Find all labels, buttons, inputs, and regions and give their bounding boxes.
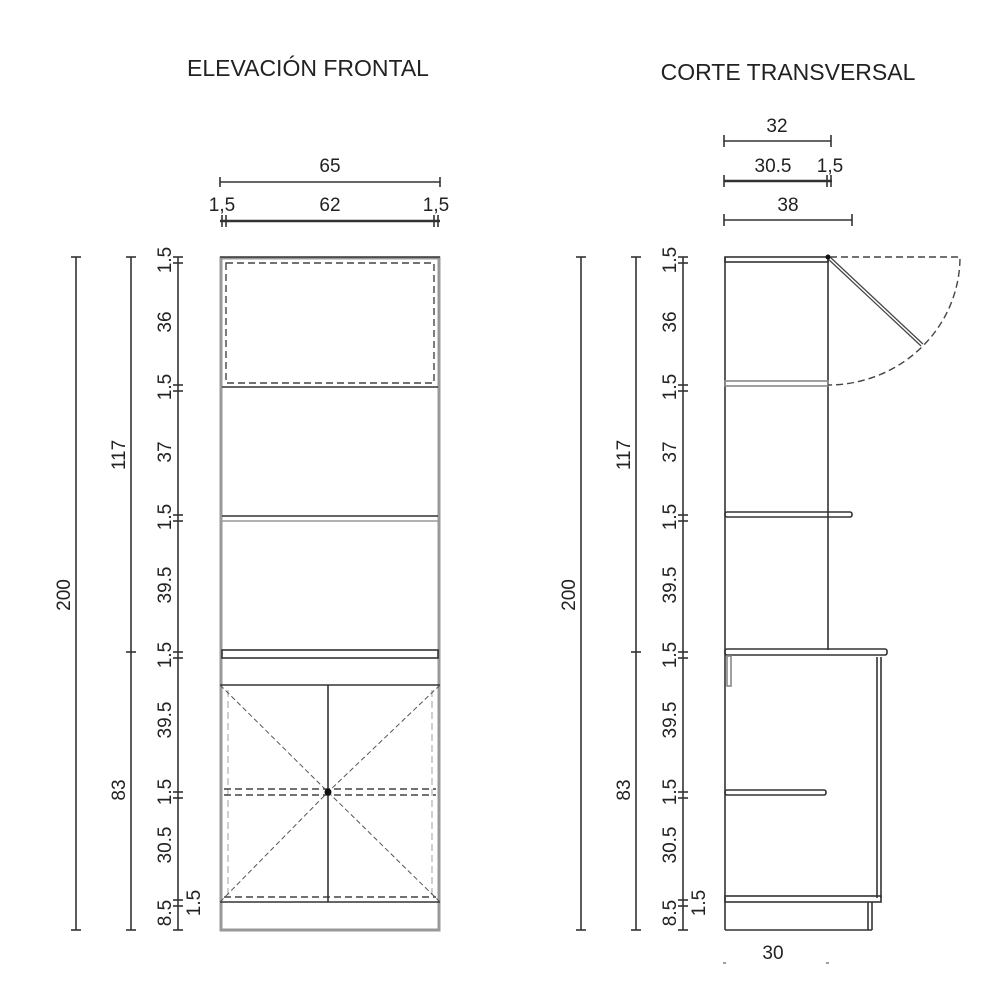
front-segment-height: 39.5 (155, 702, 176, 739)
section-depth-inner: 30.5 (755, 156, 792, 177)
section-height-dimensions: 200 117 83 1.5 36 1.5 37 1.5 39.5 1.5 39.5 1.5 30.5 1… (559, 247, 710, 931)
front-height-total: 200 (54, 579, 75, 611)
section-segment-height: 1.5 (660, 374, 681, 400)
section-segment-height: 8.5 (660, 900, 681, 926)
front-elevation-title: ELEVACIÓN FRONTAL (187, 55, 429, 81)
section-depth-upper: 32 (766, 116, 787, 137)
section-height-lower: 83 (614, 779, 635, 800)
section-depth-dimensions: 32 30.5 1,5 38 30 (723, 116, 853, 964)
front-width-left-side: 1,5 (209, 195, 235, 216)
section-segment-height: 39.5 (660, 702, 681, 739)
section-segment-height: 1.5 (660, 247, 681, 273)
front-height-upper: 117 (109, 440, 130, 470)
front-cabinet (219, 256, 441, 932)
section-depth-base: 30 (762, 943, 783, 964)
cross-section-title: CORTE TRANSVERSAL (661, 59, 916, 85)
section-segment-height: 1.5 (660, 504, 681, 530)
front-segment-height: 1.5 (184, 890, 205, 916)
front-segment-height: 1.5 (155, 504, 176, 530)
front-segment-height: 8.5 (155, 900, 176, 926)
front-height-dimensions: 200 117 83 1.5 36 1.5 37 1.5 39.5 1.5 39.5 1.5 30.5 1… (54, 247, 205, 931)
front-width-inner: 62 (319, 195, 340, 216)
front-width-dimensions: 65 1,5 62 1,5 (209, 156, 449, 227)
front-segment-height: 36 (155, 311, 176, 332)
front-segment-height: 1.5 (155, 642, 176, 668)
section-segment-height: 37 (660, 441, 681, 462)
front-segment-height: 37 (155, 441, 176, 462)
front-segment-height: 1.5 (155, 374, 176, 400)
door-handle-icon (324, 788, 332, 796)
section-segment-height: 30.5 (660, 827, 681, 864)
section-segment-height: 39.5 (660, 567, 681, 604)
front-width-total: 65 (319, 156, 340, 177)
section-height-upper: 117 (614, 440, 635, 470)
front-segment-height: 1.5 (155, 247, 176, 273)
section-segment-height: 1.5 (689, 890, 710, 916)
flap-door-swing-arc (827, 256, 961, 386)
front-segment-height: 39.5 (155, 567, 176, 604)
front-width-right-side: 1,5 (423, 195, 449, 216)
section-segment-height: 36 (660, 311, 681, 332)
section-segment-height: 1.5 (660, 779, 681, 805)
front-height-lower: 83 (109, 779, 130, 800)
section-depth-back: 1,5 (817, 156, 843, 177)
front-segment-height: 30.5 (155, 827, 176, 864)
section-height-total: 200 (559, 579, 580, 611)
section-segment-height: 1.5 (660, 642, 681, 668)
front-segment-height: 1.5 (155, 779, 176, 805)
section-cabinet (724, 254, 961, 931)
section-depth-lower: 38 (777, 195, 798, 216)
